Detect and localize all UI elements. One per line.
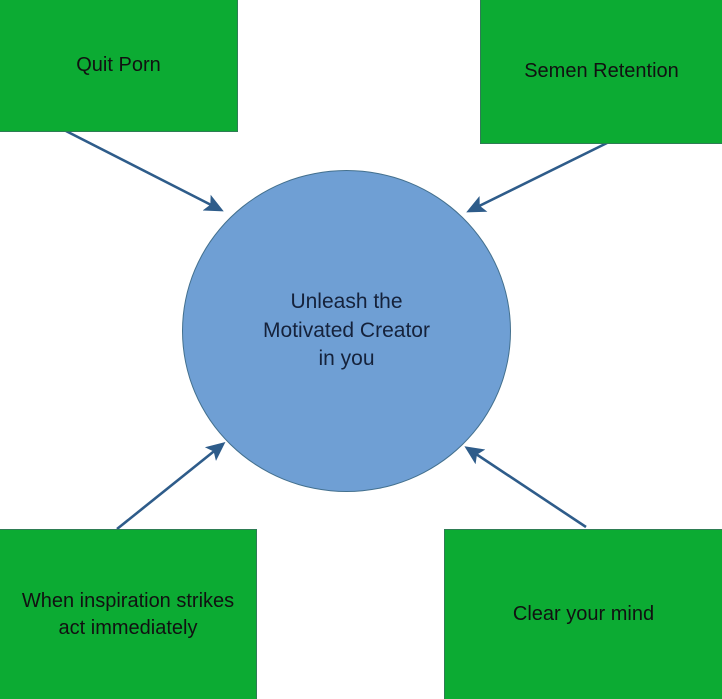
arrow-clear-mind-to-center	[464, 446, 587, 529]
node-quit-porn[interactable]: Quit Porn	[0, 0, 238, 132]
node-inspiration-label: When inspiration strikes act immediately	[21, 590, 235, 639]
hub-circle-label: Unleash the Motivated Creator in you	[263, 289, 430, 371]
arrow-quit-porn-to-center	[65, 129, 224, 212]
node-clear-mind[interactable]: Clear your mind	[444, 529, 722, 699]
arrow-inspiration-to-center	[116, 442, 226, 531]
arrow-semen-retention-to-center	[466, 139, 612, 213]
node-clear-mind-label: Clear your mind	[512, 603, 655, 626]
node-semen-retention[interactable]: Semen Retention	[480, 0, 722, 144]
hub-circle-motivated-creator[interactable]: Unleash the Motivated Creator in you	[182, 170, 511, 492]
node-inspiration[interactable]: When inspiration strikes act immediately	[0, 529, 257, 699]
node-semen-retention-label: Semen Retention	[524, 60, 679, 83]
node-quit-porn-label: Quit Porn	[76, 54, 161, 77]
